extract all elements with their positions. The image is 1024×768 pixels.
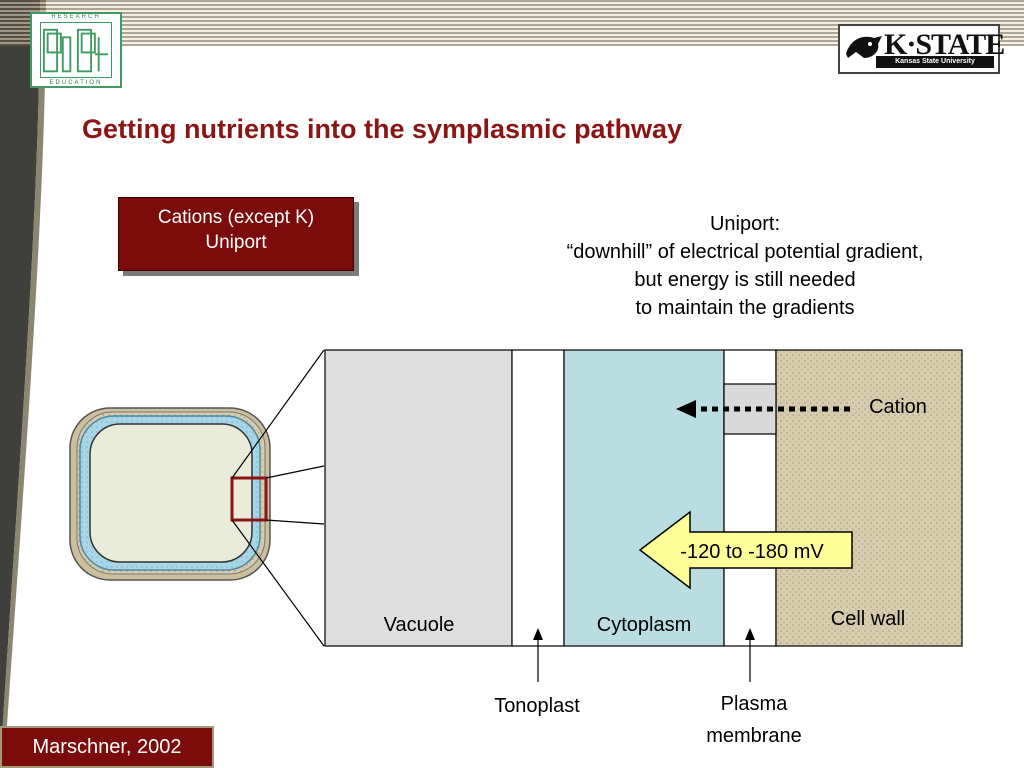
cell-wall-region bbox=[775, 349, 963, 647]
plasma-membrane-pointer bbox=[745, 628, 755, 640]
uniport-desc-line-4: to maintain the gradients bbox=[635, 297, 855, 319]
cytoplasm-region bbox=[563, 349, 725, 647]
cell-wall-label: Cell wall bbox=[831, 608, 905, 630]
potential-label: -120 to -180 mV bbox=[680, 541, 824, 563]
vacuole-label: Vacuole bbox=[384, 614, 455, 636]
tonoplast-region bbox=[511, 349, 565, 647]
plasma-membrane-label-1: Plasma bbox=[721, 693, 789, 715]
cation-arrowhead bbox=[676, 400, 696, 418]
vacuole-region bbox=[324, 349, 513, 647]
uniport-desc-line-1: Uniport: bbox=[709, 213, 781, 235]
cation-box-line-1: Cations (except K) bbox=[157, 207, 315, 228]
ppi-logo-bottom-text: EDUCATION bbox=[49, 80, 103, 86]
uniport-desc-line-2: “downhill” of electrical potential gradi… bbox=[566, 241, 924, 263]
page-title: Getting nutrients into the symplasmic pa… bbox=[82, 114, 683, 144]
potential-arrow bbox=[638, 510, 853, 590]
kstate-wildcat-icon bbox=[846, 36, 882, 58]
uniport-desc-line-3: but energy is still needed bbox=[634, 269, 856, 291]
ppi-logo-icon bbox=[42, 28, 109, 73]
zoom-region-marker bbox=[230, 476, 268, 522]
kstate-subtitle: Kansas State University bbox=[876, 56, 994, 68]
plant-cell-icon bbox=[69, 407, 271, 581]
cation-uniport-box: Cations (except K) Uniport bbox=[118, 197, 354, 271]
tonoplast-pointer bbox=[533, 628, 543, 640]
kstate-wordmark: K·STATE bbox=[884, 28, 1005, 61]
uniport-description: Uniport: “downhill” of electrical potent… bbox=[490, 210, 1000, 322]
plasma-membrane-label-2: membrane bbox=[706, 725, 802, 747]
citation-badge: Marschner, 2002 bbox=[0, 726, 214, 768]
kstate-logo: K·STATE Kansas State University bbox=[838, 24, 1005, 74]
cation-label: Cation bbox=[869, 396, 927, 418]
zoom-lines bbox=[231, 349, 325, 647]
cytoplasm-label: Cytoplasm bbox=[597, 614, 691, 636]
ppi-logo-top-text: RESEARCH bbox=[51, 14, 101, 20]
ppi-logo: RESEARCH EDUCATION bbox=[30, 12, 122, 88]
tonoplast-label: Tonoplast bbox=[494, 695, 580, 717]
cation-box-line-2: Uniport bbox=[205, 232, 267, 253]
